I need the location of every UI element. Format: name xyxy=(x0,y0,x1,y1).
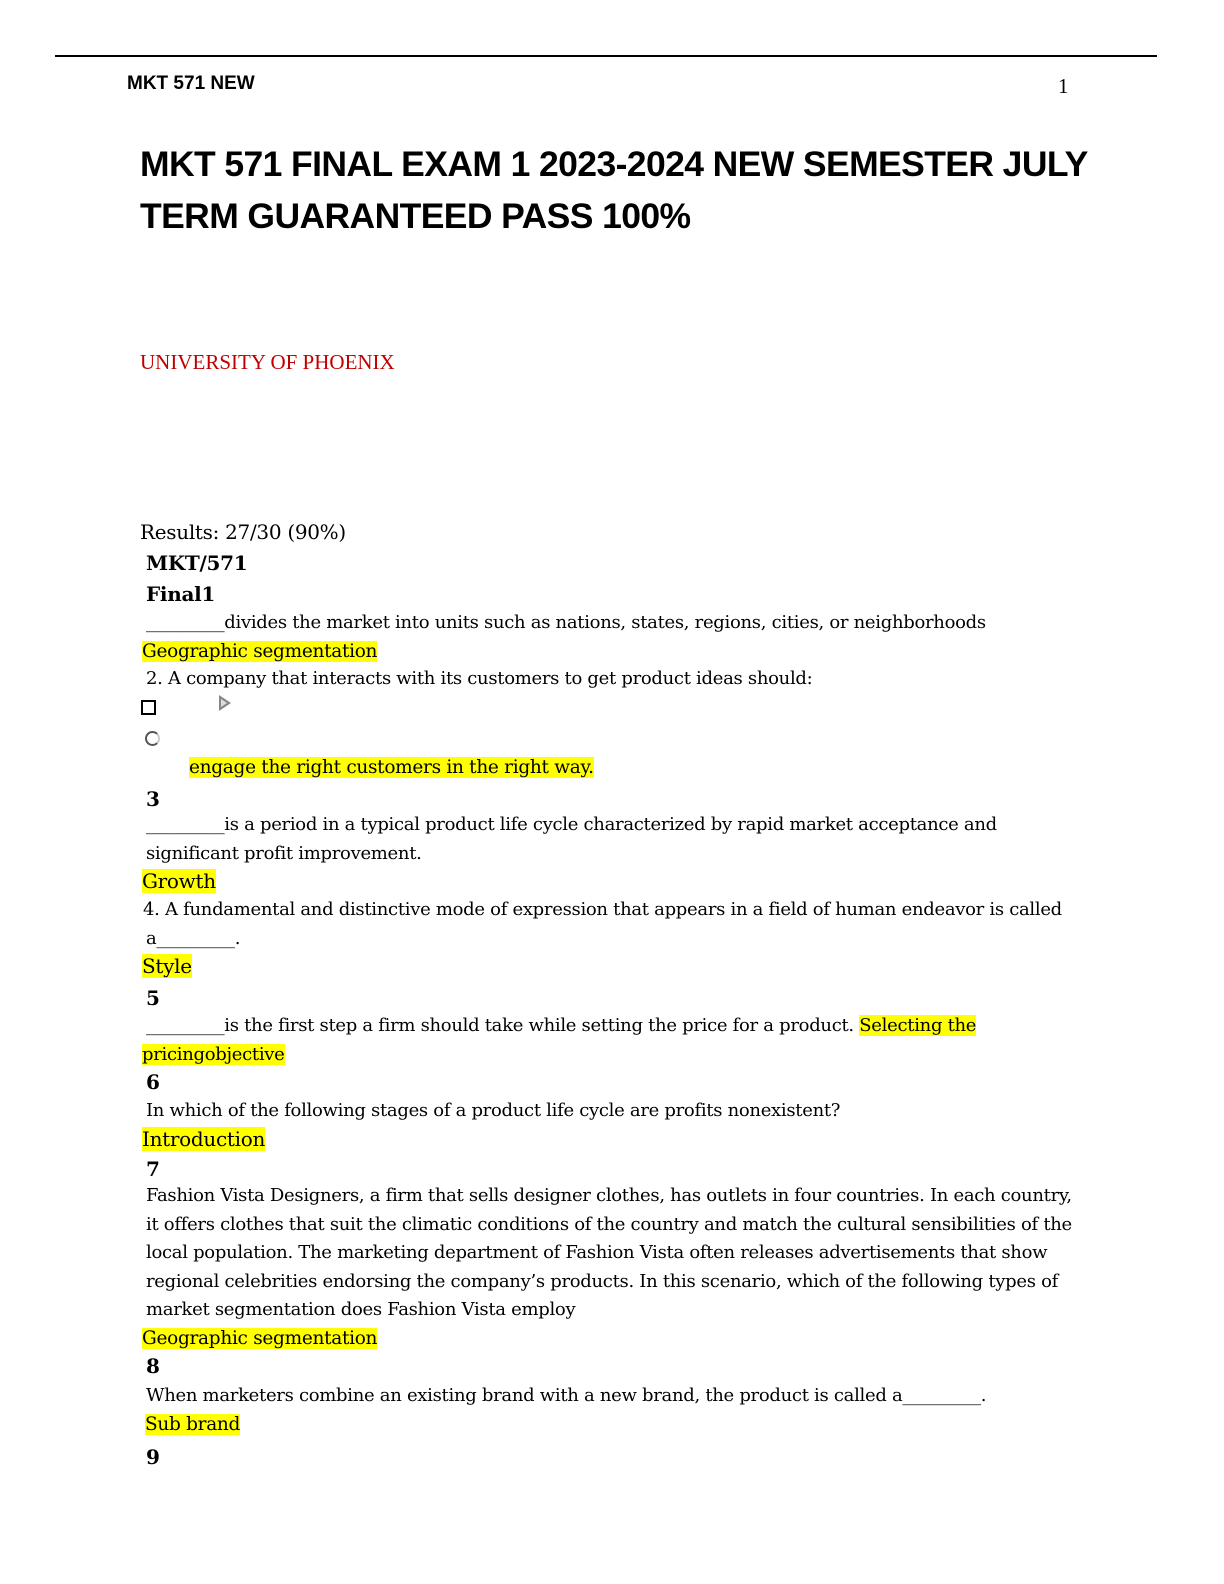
question-8-answer: Sub brand xyxy=(145,1414,241,1435)
title-line-2: TERM GUARANTEED PASS 100% xyxy=(140,196,691,236)
document-title: MKT 571 FINAL EXAM 1 2023-2024 NEW SEMES… xyxy=(140,138,1180,242)
question-7-line: Fashion Vista Designers, a firm that sel… xyxy=(146,1185,1072,1206)
question-8-text: When marketers combine an existing brand… xyxy=(146,1385,987,1406)
running-header: MKT 571 NEW xyxy=(127,73,255,94)
question-7-line: regional celebrities endorsing the compa… xyxy=(146,1270,1058,1292)
question-5-answer-part-2: pricingobjective xyxy=(142,1044,285,1065)
university-name: UNIVERSITY OF PHOENIX xyxy=(140,350,395,374)
question-7-line: market segmentation does Fashion Vista e… xyxy=(146,1299,576,1320)
question-5-answer-part-1: Selecting the xyxy=(859,1015,977,1036)
exam-name: Final1 xyxy=(146,582,216,606)
question-4-text-line-2: a_________. xyxy=(146,928,241,949)
question-2-text: 2. A company that interacts with its cus… xyxy=(146,668,813,689)
question-3-answer: Growth xyxy=(142,869,216,893)
question-7-line: it offers clothes that suit the climatic… xyxy=(146,1213,1072,1235)
question-5-question: _________is the first step a firm should… xyxy=(146,1015,860,1036)
question-7-answer: Geographic segmentation xyxy=(142,1328,378,1349)
question-5-number: 5 xyxy=(146,986,160,1010)
question-7-line: local population. The marketing departme… xyxy=(146,1242,1048,1263)
question-6-number: 6 xyxy=(146,1070,160,1094)
radio-loading-icon[interactable] xyxy=(145,731,160,746)
title-line-1: MKT 571 FINAL EXAM 1 2023-2024 NEW SEMES… xyxy=(140,144,1088,184)
question-5-text: _________is the first step a firm should… xyxy=(146,1015,977,1036)
header-rule xyxy=(55,55,1157,57)
question-6-text: In which of the following stages of a pr… xyxy=(146,1100,841,1121)
page-number: 1 xyxy=(1058,74,1069,98)
question-1-answer: Geographic segmentation xyxy=(142,641,378,662)
question-7-number: 7 xyxy=(146,1157,160,1181)
question-3-number: 3 xyxy=(146,787,160,811)
question-3-text-line-1: _________is a period in a typical produc… xyxy=(146,814,997,835)
question-2-answer: engage the right customers in the right … xyxy=(189,757,594,778)
checkbox-icon[interactable] xyxy=(141,700,156,715)
question-6-answer: Introduction xyxy=(142,1127,266,1151)
question-7-text: Fashion Vista Designers, a firm that sel… xyxy=(146,1182,1072,1325)
question-8-number: 8 xyxy=(146,1354,160,1378)
course-code: MKT/571 xyxy=(146,551,248,575)
question-9-number: 9 xyxy=(146,1445,160,1469)
results-line: Results: 27/30 (90%) xyxy=(140,520,346,544)
question-3-text-line-2: significant profit improvement. xyxy=(146,843,422,864)
question-4-text-line-1: 4. A fundamental and distinctive mode of… xyxy=(143,899,1062,920)
question-4-answer: Style xyxy=(142,954,192,978)
question-1-text: _________divides the market into units s… xyxy=(146,612,986,633)
